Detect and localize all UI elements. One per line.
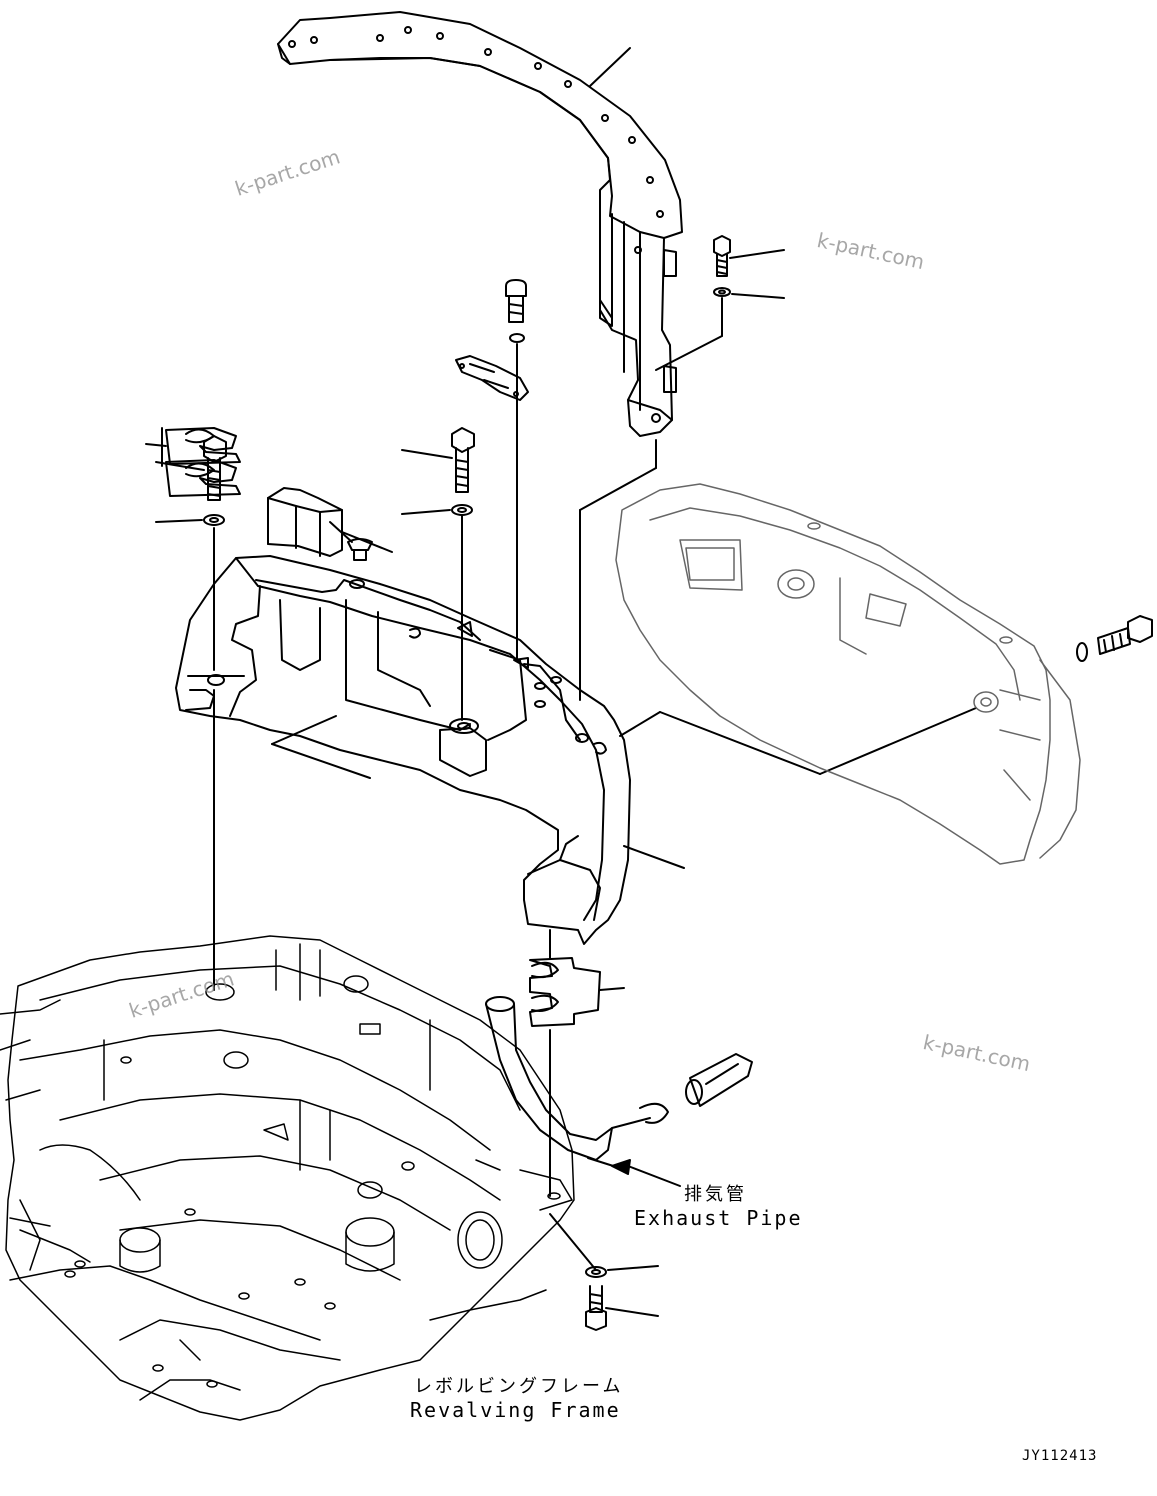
bracket-bolt [713, 235, 785, 299]
middle-bolt [401, 427, 475, 516]
drawing-code: JY112413 [1022, 1448, 1098, 1464]
revolving-frame [0, 935, 575, 1421]
side-cover [615, 483, 1081, 865]
side-cover-bolt [1076, 615, 1153, 662]
center-bolt [455, 279, 529, 401]
revolving-frame-jp-label: レボルビングフレーム [414, 1376, 624, 1397]
leader-line [589, 47, 631, 87]
exhaust-pipe [485, 996, 753, 1187]
exhaust-pipe-jp-label: 排気管 [684, 1184, 747, 1205]
rubber-block [267, 487, 393, 557]
lower-bolt [585, 1265, 659, 1331]
exhaust-pipe-label: Exhaust Pipe [634, 1206, 803, 1230]
shims-left [145, 427, 241, 497]
counterweight [175, 555, 631, 945]
leader-lines [213, 297, 977, 1271]
shims-right [529, 957, 625, 1027]
revolving-frame-label: Revalving Frame [410, 1398, 621, 1422]
upper-bracket [277, 11, 683, 437]
